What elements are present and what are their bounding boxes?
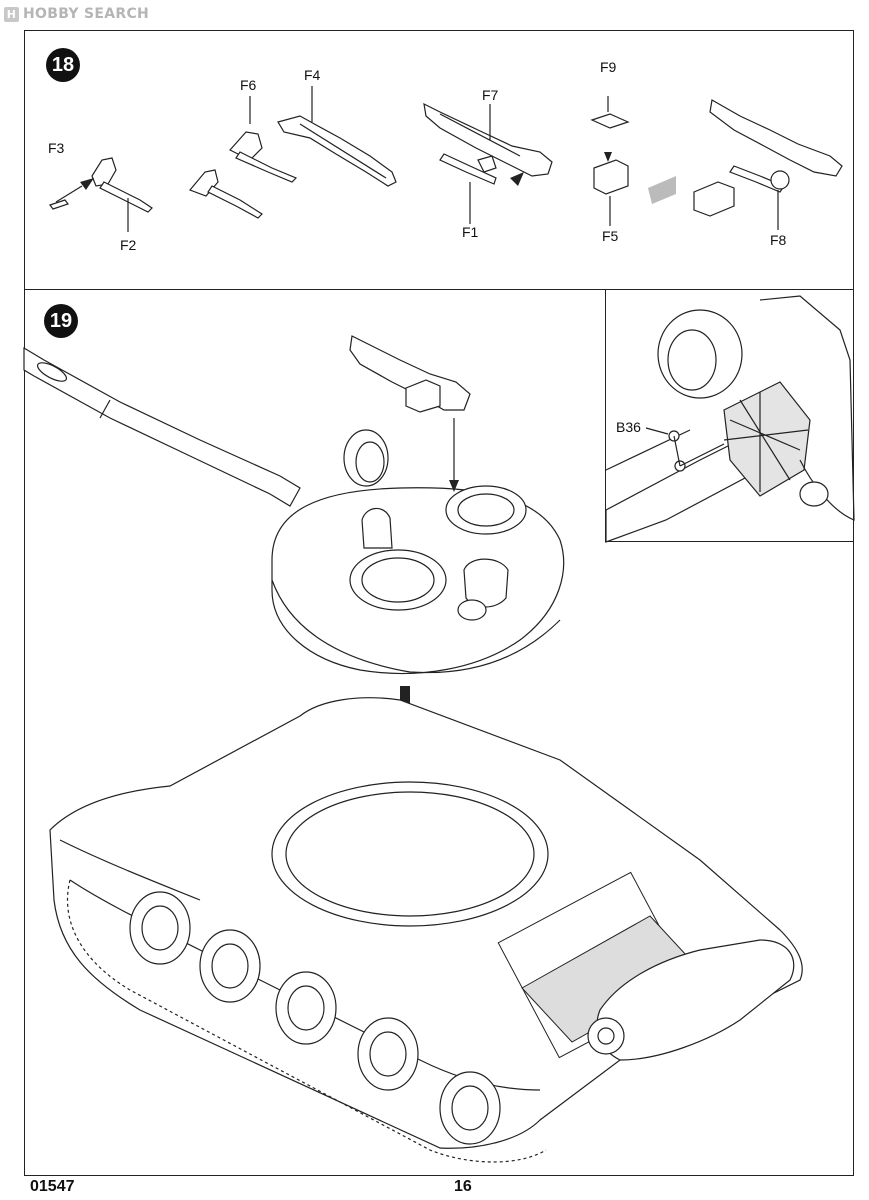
part-label-f9: F9 <box>600 59 617 75</box>
part-label-f8: F8 <box>770 232 787 248</box>
turret-machine-gun <box>349 335 471 492</box>
page-number: 16 <box>454 1178 472 1195</box>
gun-barrel <box>23 346 301 507</box>
part-label-f3: F3 <box>48 140 65 156</box>
part-label-b36: B36 <box>616 419 641 435</box>
watermark-text: HOBBY SEARCH <box>23 6 150 22</box>
inset-detail-art <box>605 295 855 543</box>
part-label-f4: F4 <box>304 67 321 83</box>
part-f8-assembly <box>693 99 843 230</box>
part-f5-assembly <box>590 96 676 226</box>
part-label-f5: F5 <box>602 228 619 244</box>
part-f7-assembly <box>423 102 553 224</box>
part-label-f7: F7 <box>482 87 499 103</box>
step-19-badge: 19 <box>44 304 78 338</box>
part-label-f2: F2 <box>120 237 137 253</box>
part-label-f1: F1 <box>462 224 479 240</box>
hobby-search-logo-icon: H <box>4 6 19 22</box>
step19-inset-panel <box>605 290 854 542</box>
part-f2-assembly <box>49 157 153 232</box>
watermark: H HOBBY SEARCH <box>4 4 149 24</box>
step-divider <box>24 289 854 290</box>
part-f4-assembly <box>188 86 397 219</box>
turret <box>271 429 565 675</box>
tank-hull <box>49 697 803 1149</box>
step-18-badge: 18 <box>46 48 80 82</box>
part-label-f6: F6 <box>240 77 257 93</box>
page-frame <box>24 30 854 1176</box>
road-wheels <box>66 879 547 1163</box>
kit-code: 01547 <box>30 1178 75 1195</box>
